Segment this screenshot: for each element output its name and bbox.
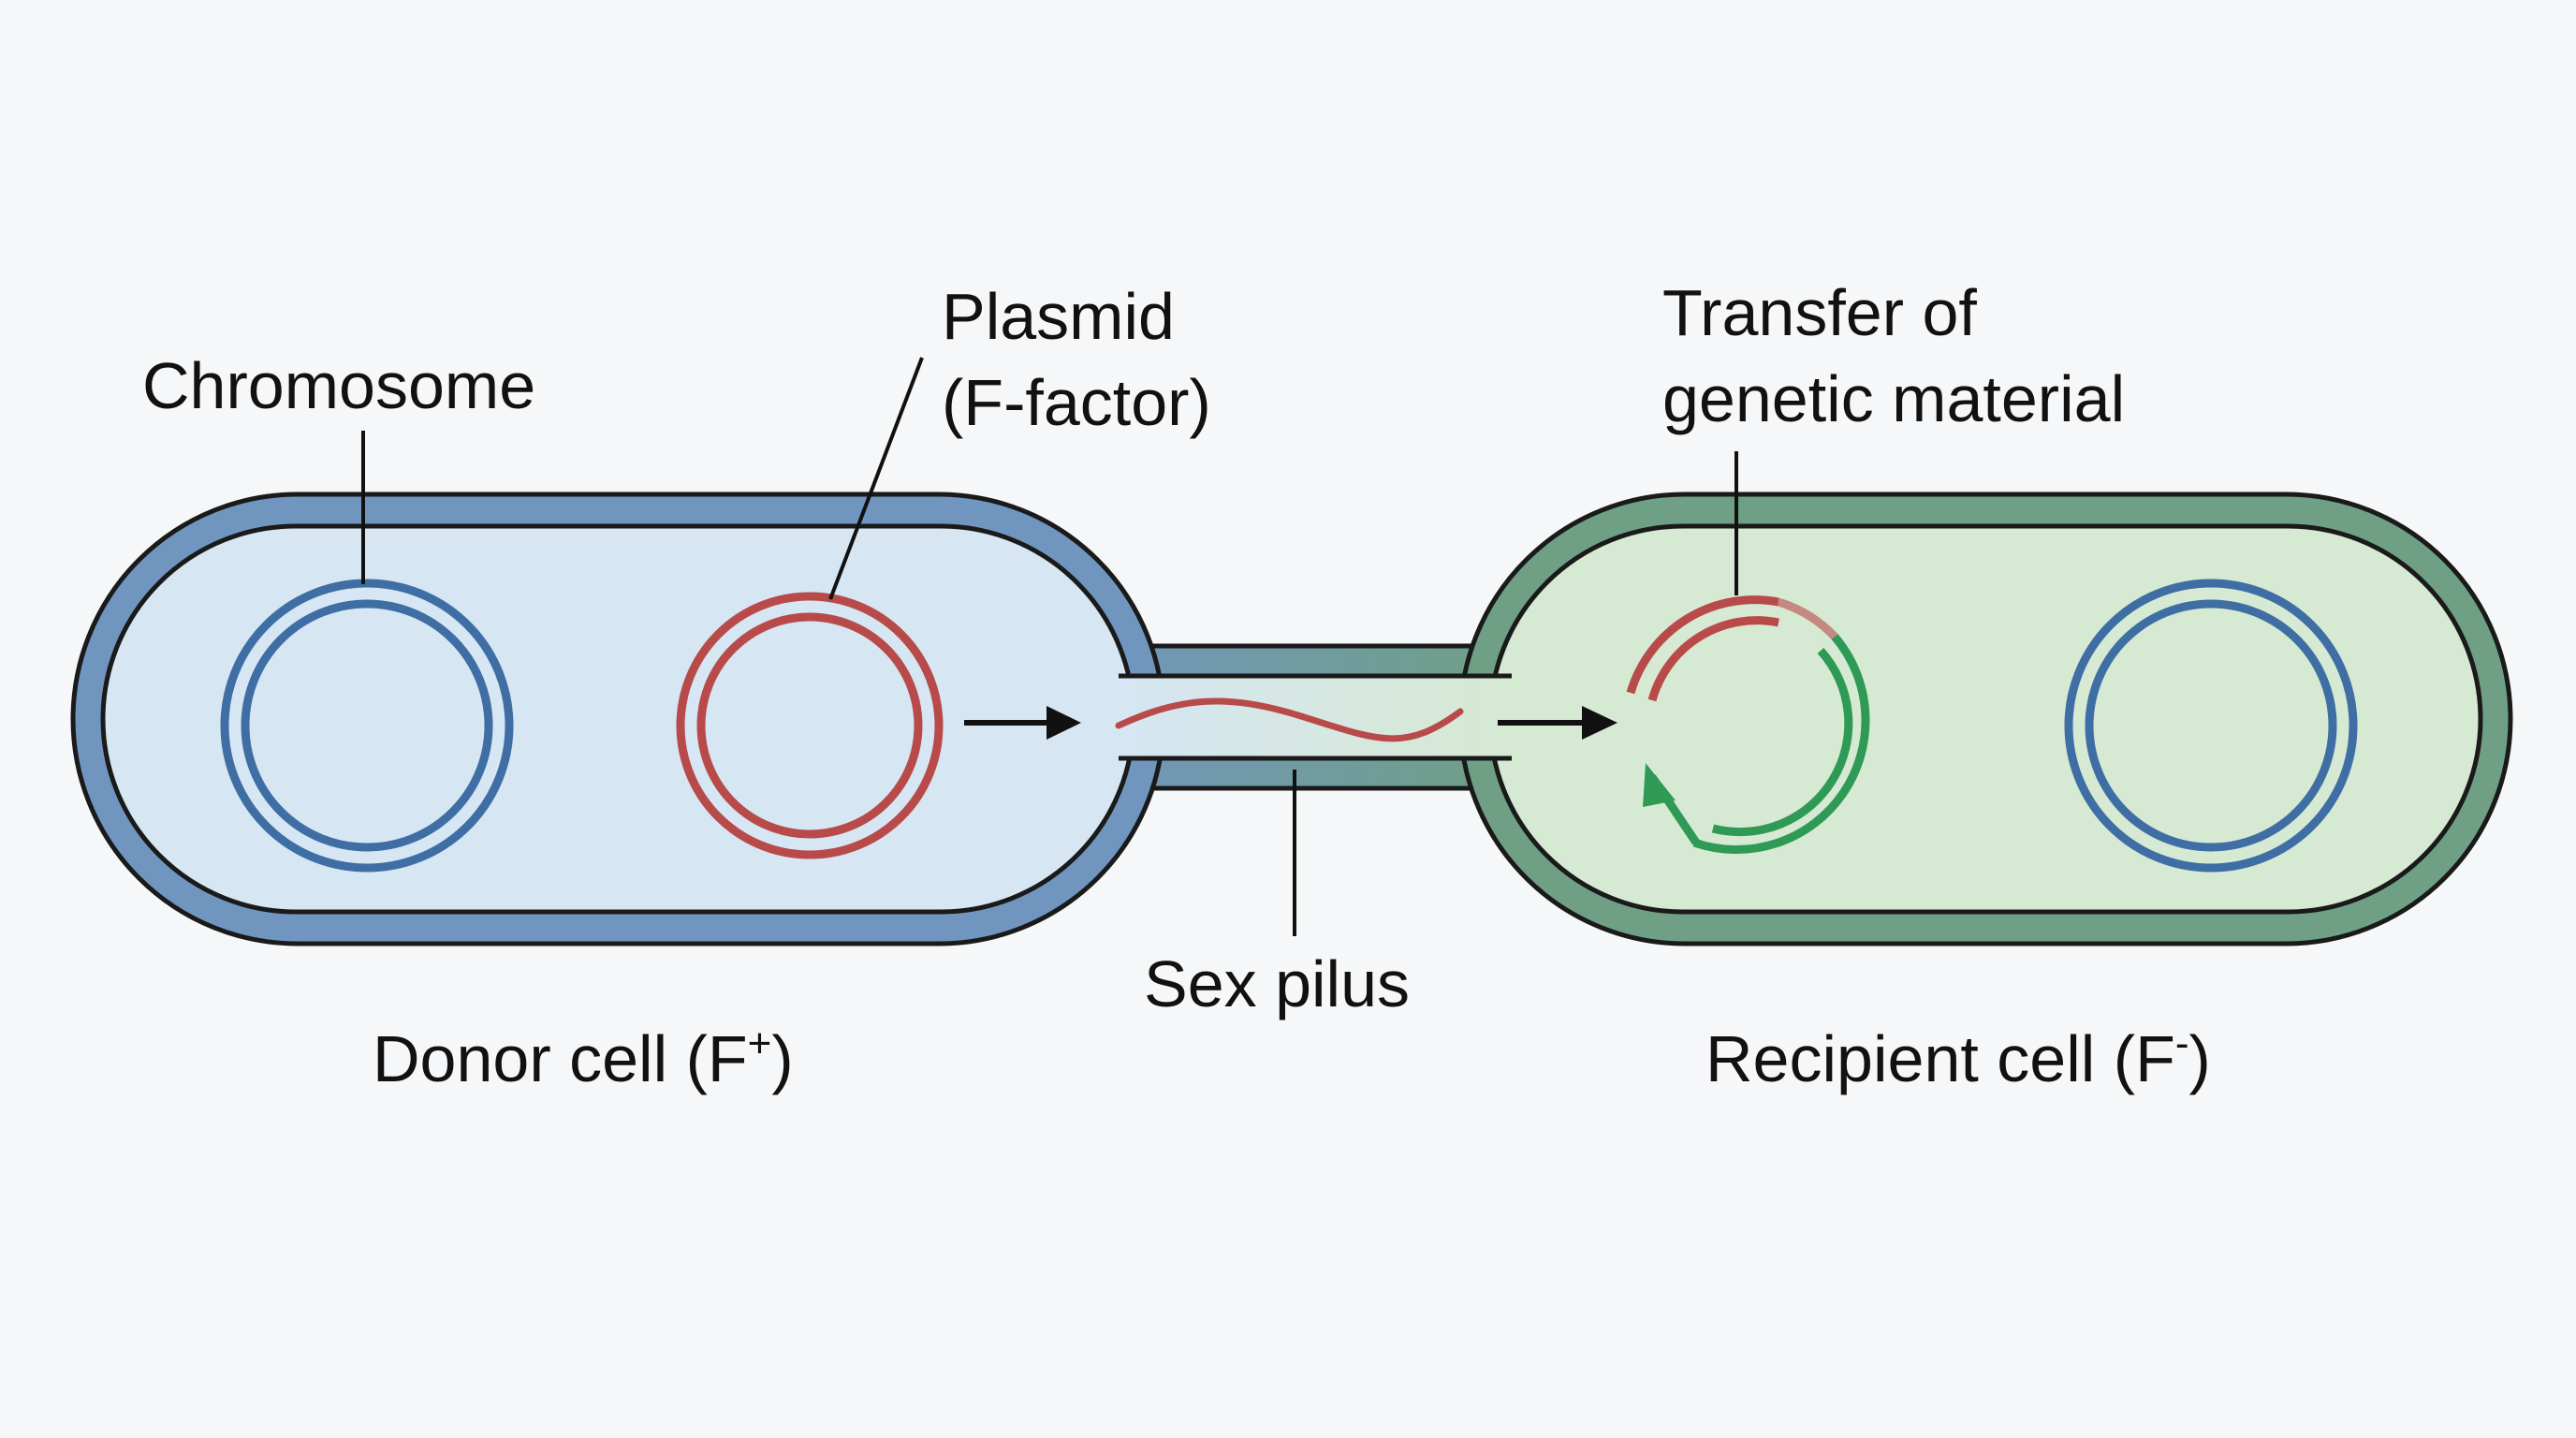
donor-superscript: + [748, 1020, 772, 1066]
donor-chromosome [220, 579, 514, 873]
donor-plasmid [676, 592, 944, 859]
donor-cell-label: Donor cell (F+) [373, 1020, 794, 1095]
plasmid-label-line1: Plasmid [942, 280, 1175, 353]
recipient-close-paren: ) [2188, 1022, 2210, 1095]
chromosome-label: Chromosome [142, 349, 535, 422]
sex-pilus-label: Sex pilus [1144, 947, 1410, 1020]
plasmid-pointer [828, 357, 924, 600]
donor-close-paren: ) [771, 1022, 793, 1095]
arrow-right-icon [964, 706, 1081, 740]
transferring-dna-strand [1115, 697, 1464, 742]
arrow-right-icon [1498, 706, 1617, 740]
recipient-cell-text: Recipient cell (F [1705, 1022, 2175, 1095]
recipient-superscript: - [2175, 1020, 2189, 1066]
donor-cell [70, 492, 1166, 946]
donor-cell-text: Donor cell (F [373, 1022, 748, 1095]
recipient-chromosome [2064, 579, 2358, 873]
transfer-label-line1: Transfer of [1662, 276, 1977, 349]
donor-cytoplasm [100, 523, 1136, 915]
recipient-cell-label: Recipient cell (F-) [1705, 1020, 2211, 1095]
pilus-channel [1119, 673, 1512, 761]
transfer-label-line2: genetic material [1662, 362, 2125, 435]
plasmid-label-line2: (F-factor) [942, 366, 1211, 439]
circular-arrow-icon [1643, 763, 1700, 845]
recipient-plasmid-forming [1626, 595, 1870, 855]
